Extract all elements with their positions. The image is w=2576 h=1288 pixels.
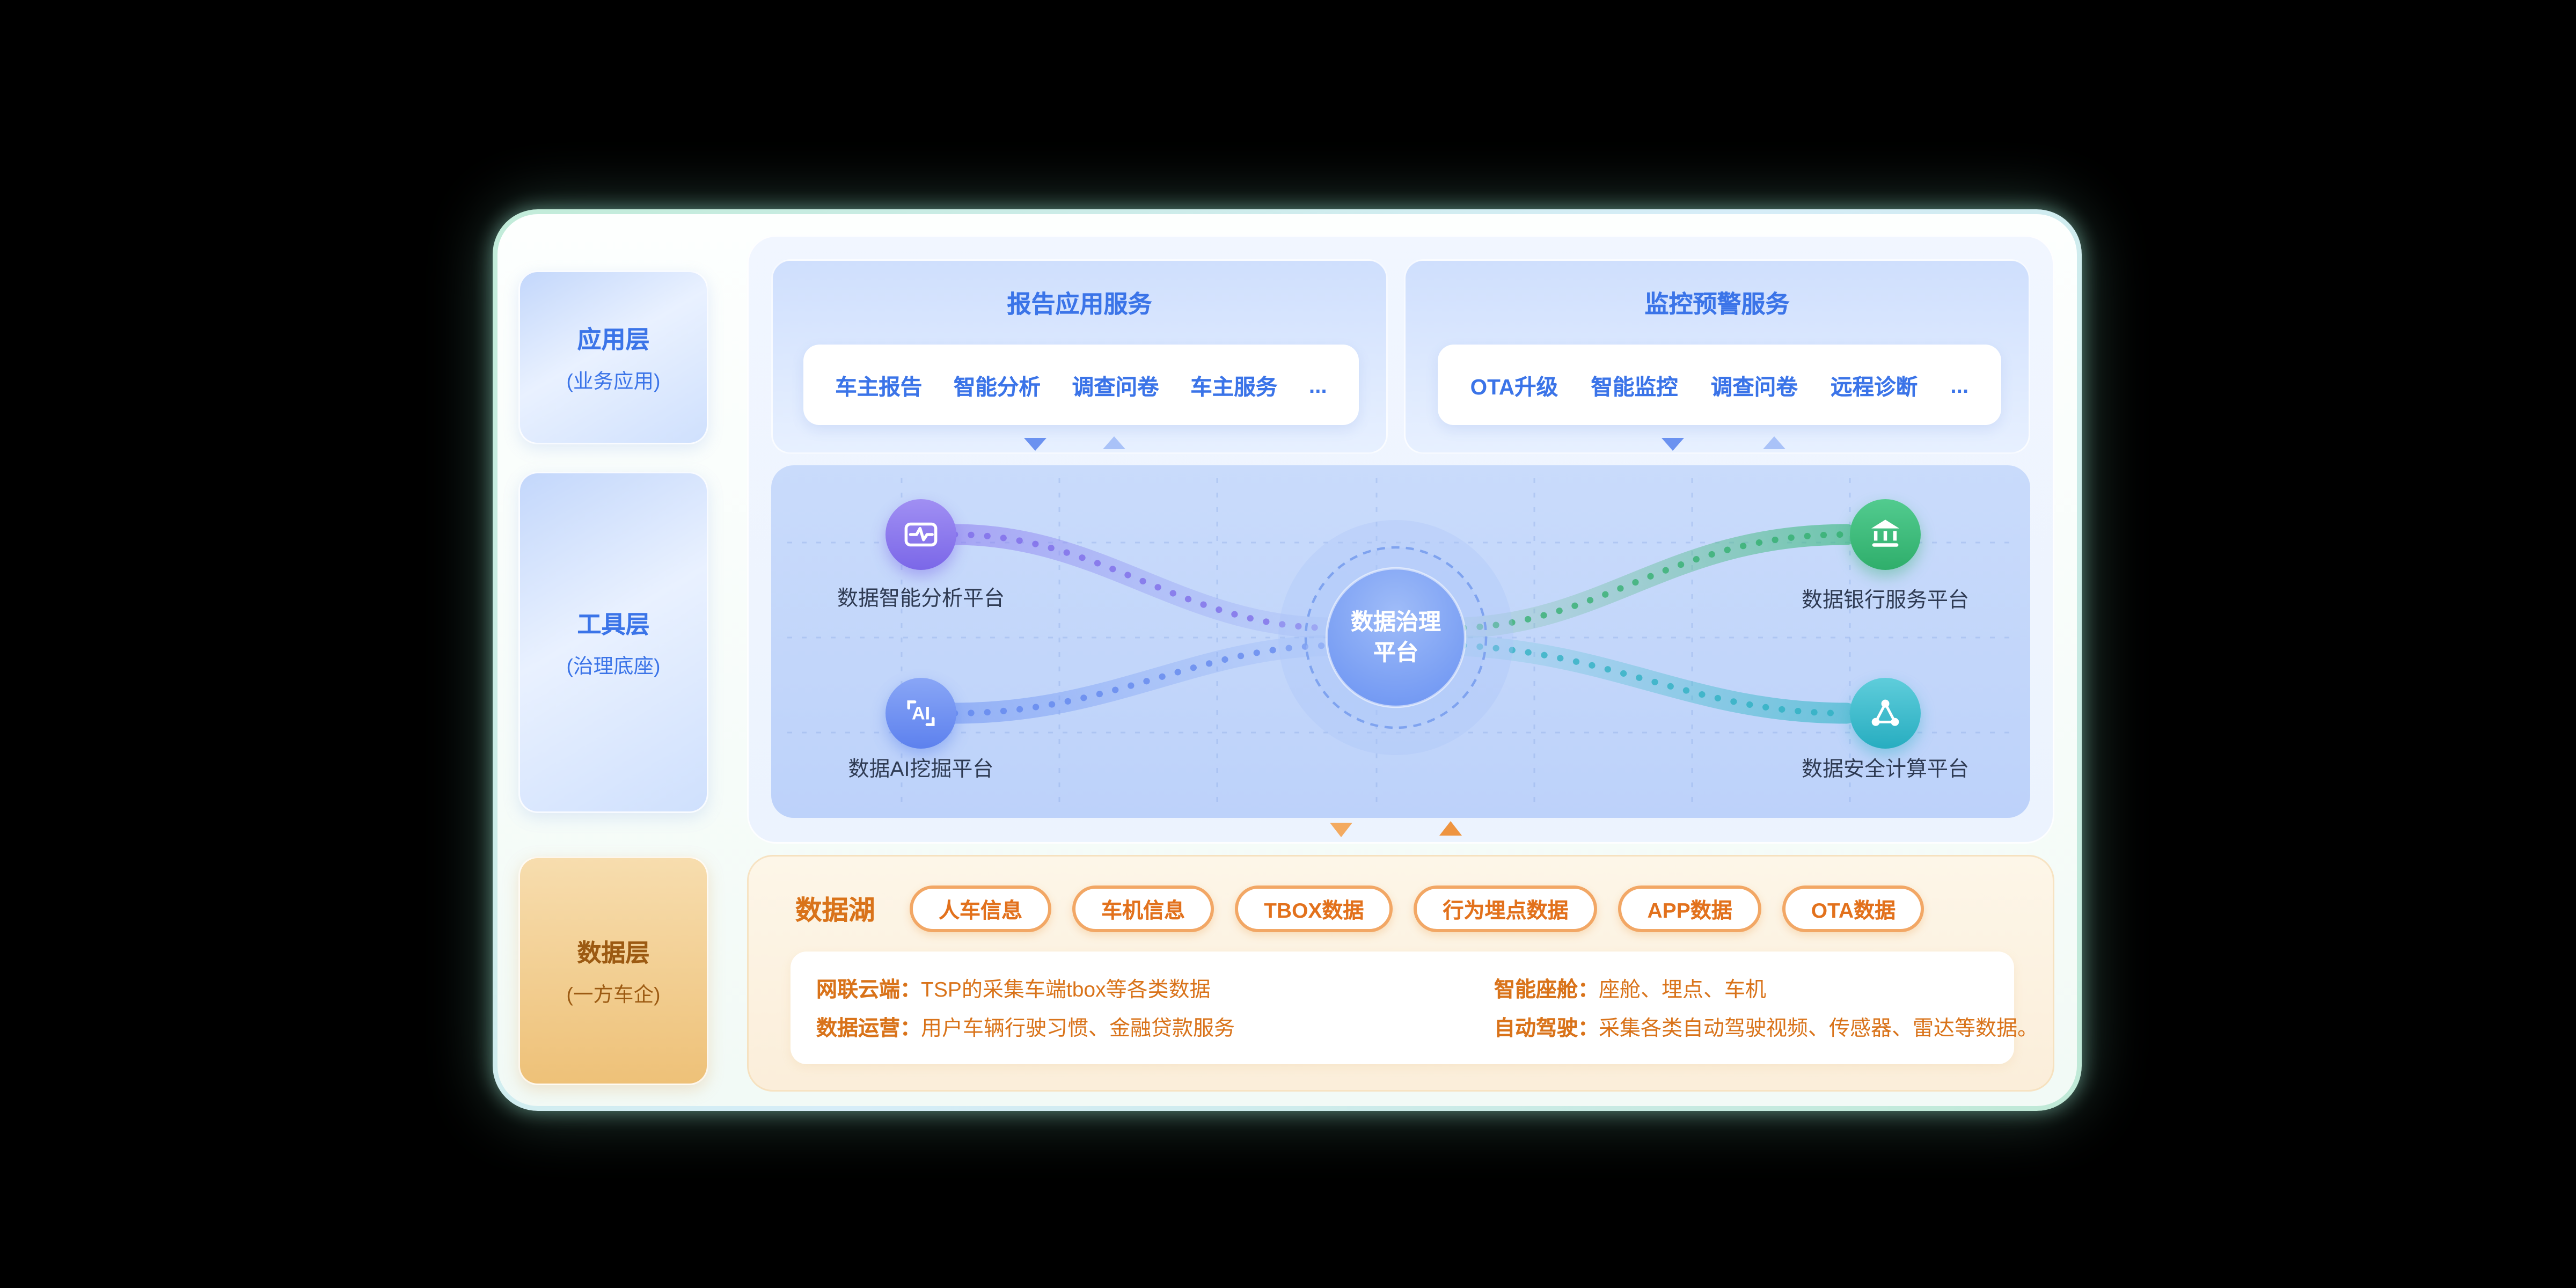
data-lake-panel: 数据湖 人车信息 车机信息 TBOX数据 行为埋点数据 APP数据 OTA数据 … — [747, 855, 2054, 1092]
report-up-arrow-icon — [1103, 436, 1125, 449]
monitor-service-title: 监控预警服务 — [1644, 291, 1790, 319]
security-platform-network-icon — [1850, 678, 1921, 749]
tool-layer-subtitle: (治理底座) — [566, 654, 661, 677]
report-item-smart-analysis[interactable]: 智能分析 — [953, 375, 1041, 399]
info-operation-line: 数据运营：用户车辆行驶习惯、金融贷款服务 — [816, 1011, 1235, 1042]
info-autodrive-text: 采集各类自动驾驶视频、传感器、雷达等数据。 — [1599, 1016, 2039, 1040]
tag-vehicle-machine-info[interactable]: 车机信息 — [1072, 885, 1214, 932]
svg-text:AI: AI — [912, 703, 930, 723]
report-down-arrow-icon — [1024, 438, 1046, 451]
tag-behavior-tracking-data[interactable]: 行为埋点数据 — [1414, 885, 1598, 932]
application-layer-title: 应用层 — [577, 326, 650, 354]
report-service-bar: 车主报告 智能分析 调查问卷 车主服务 ... — [803, 345, 1359, 425]
data-lake-tags: 人车信息 车机信息 TBOX数据 行为埋点数据 APP数据 OTA数据 — [910, 885, 1925, 932]
tag-ota-data[interactable]: OTA数据 — [1782, 885, 1925, 932]
bank-platform-bank-icon — [1850, 499, 1921, 570]
analysis-platform-chart-icon — [885, 499, 956, 570]
governance-platform-line2: 平台 — [1373, 639, 1418, 665]
lake-down-arrow-icon — [1330, 823, 1352, 837]
info-autodrive-line: 自动驾驶：采集各类自动驾驶视频、传感器、雷达等数据。 — [1494, 1011, 2038, 1042]
ai-mining-platform-ai-icon: AI — [885, 678, 956, 749]
bank-platform-label: 数据银行服务平台 — [1801, 588, 1969, 612]
tool-layer-title: 工具层 — [577, 611, 650, 639]
report-service-box: 报告应用服务 车主报告 智能分析 调查问卷 车主服务 ... — [771, 259, 1388, 454]
data-lake-info-box: 网联云端：TSP的采集车端tbox等各类数据 数据运营：用户车辆行驶习惯、金融贷… — [791, 952, 2038, 1064]
info-operation-text: 用户车辆行驶习惯、金融贷款服务 — [921, 1016, 1235, 1040]
tag-app-data[interactable]: APP数据 — [1618, 885, 1761, 932]
report-item-owner-report[interactable]: 车主报告 — [835, 375, 923, 399]
tool-layer-box: 工具层 (治理底座) — [518, 472, 708, 813]
monitor-item-smart-monitor[interactable]: 智能监控 — [1591, 375, 1678, 399]
monitor-service-box: 监控预警服务 OTA升级 智能监控 调查问卷 远程诊断 ... — [1404, 259, 2030, 454]
tag-person-vehicle-info[interactable]: 人车信息 — [910, 885, 1052, 932]
info-operation-label: 数据运营： — [816, 1016, 921, 1040]
ai-mining-platform-label: 数据AI挖掘平台 — [848, 757, 994, 781]
analysis-platform-label: 数据智能分析平台 — [837, 586, 1005, 610]
info-cloud-text: TSP的采集车端tbox等各类数据 — [921, 977, 1211, 1001]
info-autodrive-label: 自动驾驶： — [1494, 1016, 1599, 1040]
lake-up-arrow-icon — [1439, 821, 1462, 836]
data-layer-box: 数据层 (一方车企) — [518, 857, 708, 1085]
report-service-title: 报告应用服务 — [1007, 291, 1152, 319]
info-cockpit-line: 智能座舱：座舱、埋点、车机 — [1494, 972, 1766, 1003]
info-cockpit-label: 智能座舱： — [1494, 977, 1599, 1001]
governance-platform-line1: 数据治理 — [1351, 609, 1441, 634]
monitor-item-survey[interactable]: 调查问卷 — [1710, 375, 1798, 399]
security-platform-label: 数据安全计算平台 — [1801, 757, 1969, 781]
monitor-item-remote-diagnosis[interactable]: 远程诊断 — [1831, 375, 1918, 399]
report-item-survey[interactable]: 调查问卷 — [1072, 375, 1159, 399]
data-layer-title: 数据层 — [577, 939, 650, 967]
info-cloud-line: 网联云端：TSP的采集车端tbox等各类数据 — [816, 972, 1211, 1003]
monitor-item-ota-upgrade[interactable]: OTA升级 — [1470, 375, 1558, 399]
info-cockpit-text: 座舱、埋点、车机 — [1599, 977, 1767, 1001]
report-item-owner-service[interactable]: 车主服务 — [1190, 375, 1278, 399]
monitor-up-arrow-icon — [1763, 436, 1785, 449]
connection-lines — [787, 478, 2014, 805]
info-cloud-label: 网联云端： — [816, 977, 921, 1001]
governance-platform-label: 数据治理 平台 — [1307, 607, 1484, 668]
data-lake-title: 数据湖 — [795, 897, 875, 926]
monitor-down-arrow-icon — [1662, 438, 1684, 451]
report-item-more: ... — [1308, 372, 1327, 397]
application-layer-subtitle: (业务应用) — [566, 369, 661, 392]
application-layer-box: 应用层 (业务应用) — [518, 270, 708, 444]
data-layer-subtitle: (一方车企) — [566, 983, 661, 1006]
monitor-item-more: ... — [1950, 372, 1969, 397]
monitor-service-bar: OTA升级 智能监控 调查问卷 远程诊断 ... — [1438, 345, 2001, 425]
platform-map-panel — [771, 465, 2030, 818]
tag-tbox-data[interactable]: TBOX数据 — [1235, 885, 1393, 932]
